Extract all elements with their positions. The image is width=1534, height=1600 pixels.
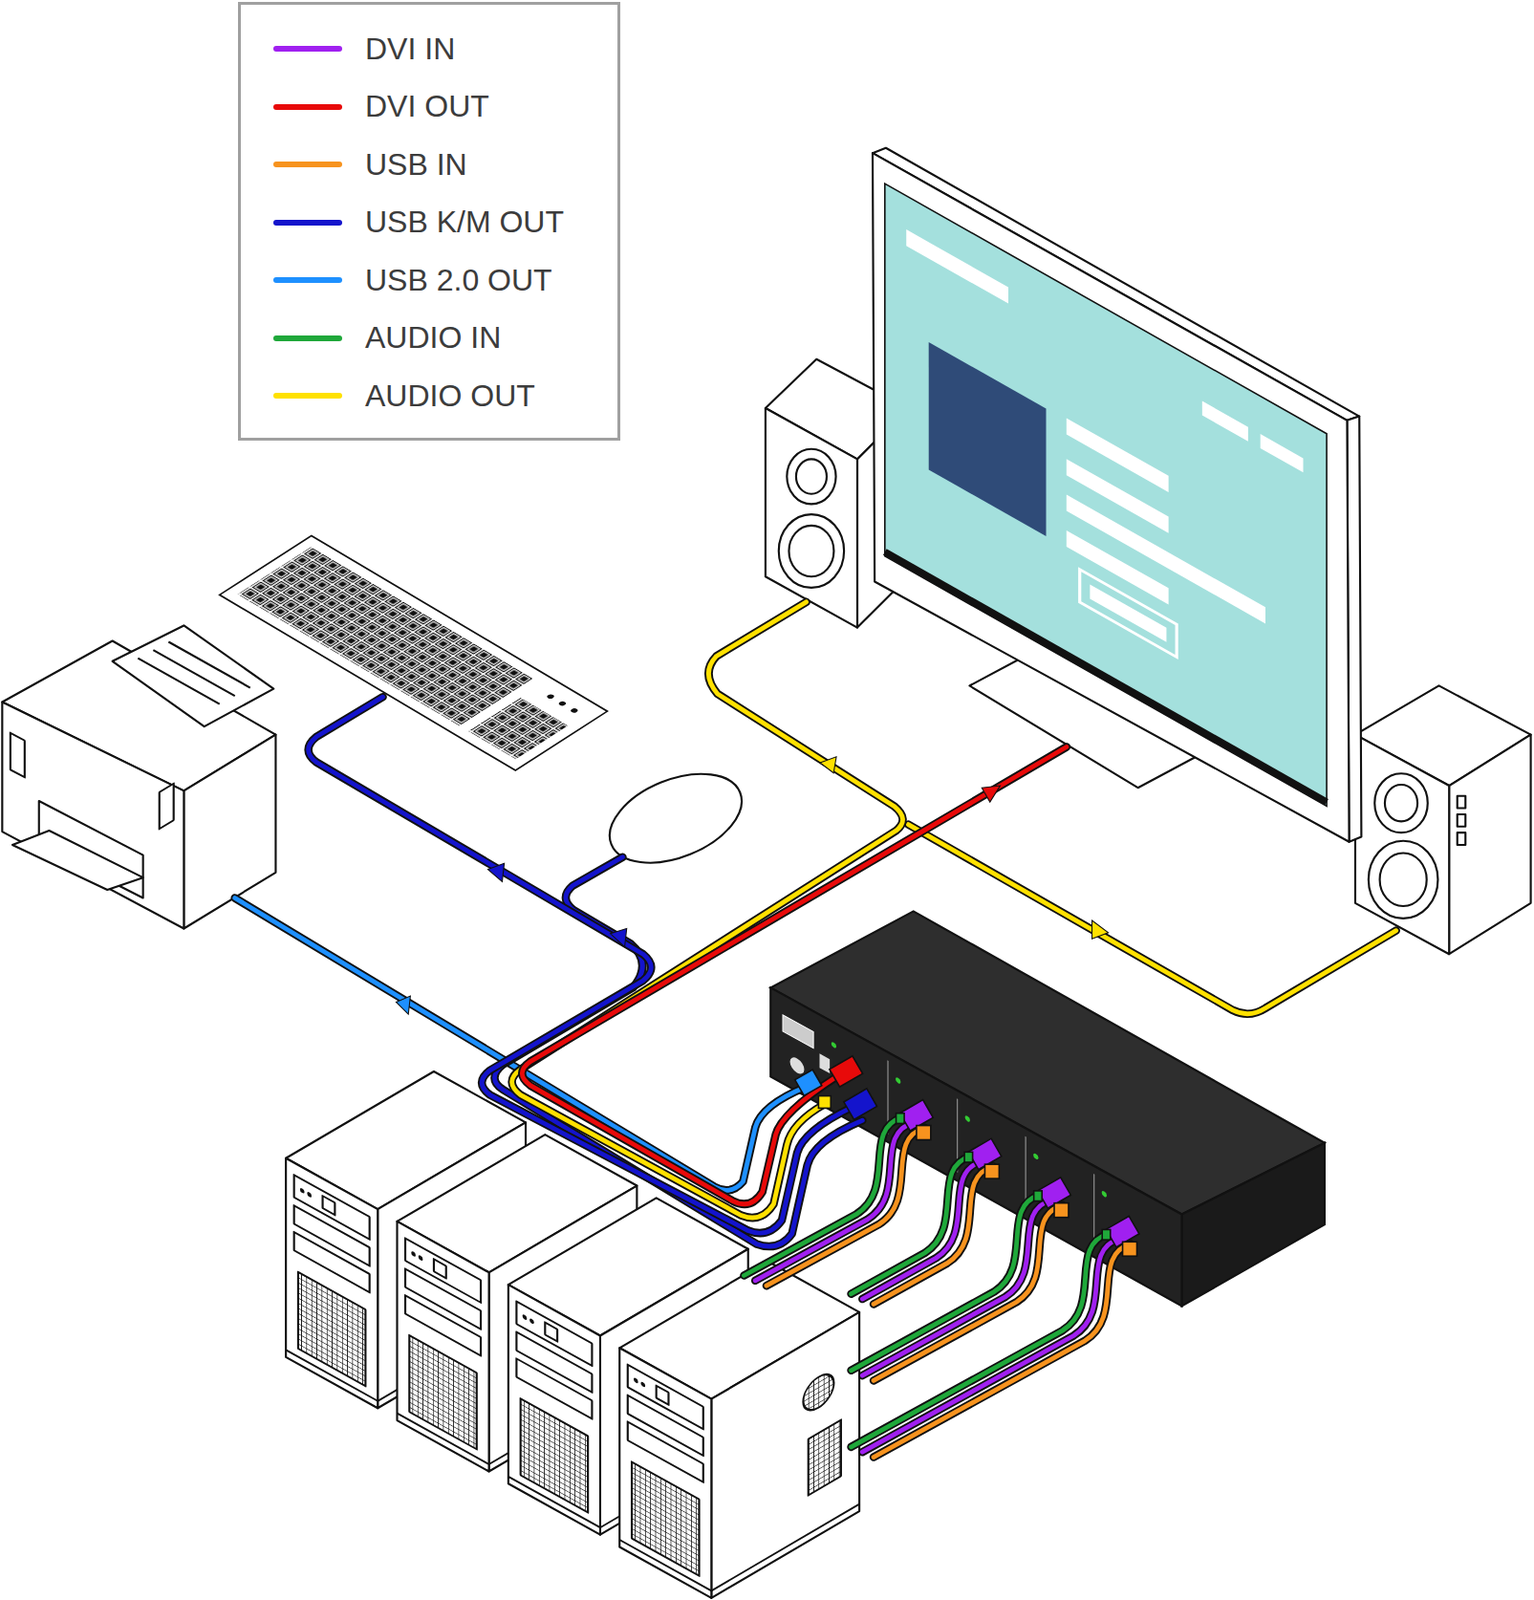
- legend-swatch: [273, 277, 343, 283]
- legend-entry: DVI OUT: [240, 78, 490, 136]
- speaker: [1355, 685, 1532, 954]
- legend-swatch: [273, 104, 343, 110]
- legend-swatch: [273, 161, 343, 168]
- legend-entry: DVI IN: [240, 20, 455, 78]
- cable-plug: [795, 1056, 1140, 1256]
- legend-entry: USB 2.0 OUT: [240, 251, 553, 309]
- legend-entry: AUDIO OUT: [240, 367, 536, 425]
- legend-entry: AUDIO IN: [240, 309, 501, 368]
- legend-label: USB 2.0 OUT: [365, 262, 553, 299]
- keyboard: [219, 536, 608, 772]
- kvm-switch: [770, 910, 1325, 1306]
- legend-entry: USB IN: [240, 135, 468, 194]
- legend-label: DVI OUT: [365, 88, 490, 125]
- legend-label: DVI IN: [365, 31, 455, 67]
- legend-label: USB K/M OUT: [365, 204, 564, 240]
- legend-swatch: [273, 45, 343, 52]
- printer: [1, 625, 276, 929]
- flow-arrow: [395, 756, 1108, 1015]
- legend-swatch: [273, 335, 343, 342]
- legend-box: DVI IN DVI OUT USB IN USB K/M OUT USB 2.0 OU…: [237, 1, 621, 441]
- legend-label: AUDIO OUT: [365, 378, 536, 414]
- legend-entry: USB K/M OUT: [240, 194, 564, 252]
- legend-label: USB IN: [365, 147, 468, 183]
- monitor: [872, 148, 1362, 843]
- cables: [235, 602, 1397, 1458]
- legend-label: AUDIO IN: [365, 320, 501, 356]
- legend-swatch: [273, 392, 343, 399]
- legend-swatch: [273, 219, 343, 226]
